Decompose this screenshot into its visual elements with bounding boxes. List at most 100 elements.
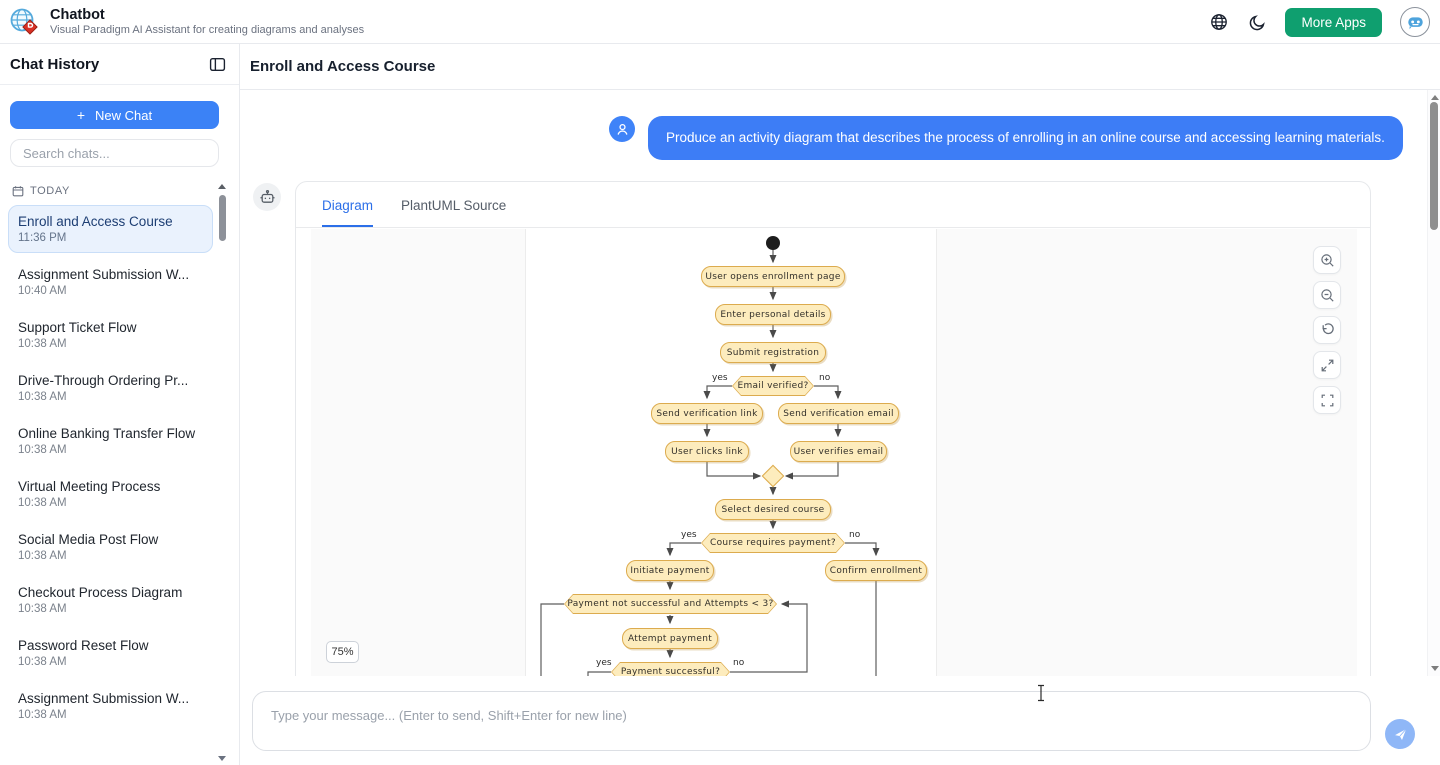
diagram-node-label: Initiate payment [630, 565, 710, 576]
expand-icon [1321, 359, 1333, 371]
chat-item-title: Assignment Submission W... [18, 691, 190, 706]
panel-tabs: Diagram PlantUML Source [296, 182, 1370, 228]
chat-item-title: Social Media Post Flow [18, 532, 159, 547]
calendar-icon [12, 186, 24, 197]
diagram-node-label: User clicks link [671, 446, 743, 457]
text-cursor [1038, 684, 1044, 702]
chat-item-time: 10:38 AM [18, 497, 67, 509]
diagram-node: Payment not successful and Attempts < 3? [564, 594, 777, 614]
scroll-up-icon[interactable] [1430, 95, 1439, 100]
zoom-in-button[interactable] [1313, 246, 1341, 274]
diagram-node: Email verified? [732, 376, 814, 396]
user-message-bubble: Produce an activity diagram that describ… [648, 116, 1403, 160]
message-input[interactable] [252, 691, 1371, 751]
chat-history-item[interactable]: Checkout Process Diagram 10:38 AM [8, 576, 213, 624]
sidebar: Chat History +New Chat TODAY Enroll and … [0, 44, 240, 765]
chat-item-title: Drive-Through Ordering Pr... [18, 373, 189, 388]
scroll-down-icon[interactable] [218, 756, 226, 761]
edge-label: no [819, 373, 831, 383]
sidebar-scroll-thumb[interactable] [219, 195, 226, 241]
zoom-out-icon [1320, 288, 1334, 302]
edge-label: no [849, 530, 861, 540]
chat-item-time: 10:38 AM [18, 550, 67, 562]
main-scroll-thumb[interactable] [1430, 102, 1438, 230]
chat-item-title: Support Ticket Flow [18, 320, 137, 335]
new-chat-label: New Chat [95, 108, 153, 123]
fullscreen-button[interactable] [1313, 386, 1341, 414]
diagram-node: User verifies email [790, 441, 887, 462]
chat-history-item[interactable]: Assignment Submission W... 10:40 AM [8, 258, 213, 306]
chat-item-title: Password Reset Flow [18, 638, 149, 653]
edge-label: no [733, 658, 745, 668]
chat-history-item[interactable]: Social Media Post Flow 10:38 AM [8, 523, 213, 571]
chat-history-item[interactable]: Drive-Through Ordering Pr... 10:38 AM [8, 364, 213, 412]
diagram-node-label: Send verification link [656, 408, 758, 419]
app-subtitle: Visual Paradigm AI Assistant for creatin… [50, 23, 365, 36]
new-chat-button[interactable]: + New Chat [10, 101, 219, 129]
chat-item-time: 10:40 AM [18, 285, 67, 297]
send-button[interactable] [1385, 719, 1415, 749]
diagram-node: Initiate payment [626, 560, 714, 581]
zoom-level-badge: 75% [326, 641, 359, 663]
diagram-node: Send verification email [778, 403, 899, 424]
edge-label: yes [596, 658, 612, 668]
chat-history-item[interactable]: Assignment Submission W... 10:38 AM [8, 682, 213, 730]
diagram-node-label: Send verification email [783, 408, 894, 419]
message-input-area [240, 676, 1440, 765]
app-header: Chatbot Visual Paradigm AI Assistant for… [0, 0, 1440, 44]
expand-button[interactable] [1313, 351, 1341, 379]
diagram-node: User clicks link [665, 441, 749, 462]
fullscreen-icon [1321, 394, 1333, 406]
chat-history-item[interactable]: Enroll and Access Course 11:36 PM [8, 205, 213, 253]
diagram-node-label: Payment not successful and Attempts < 3? [567, 599, 774, 609]
section-label: TODAY [12, 185, 239, 197]
chat-history-list: Enroll and Access Course 11:36 PM Assign… [0, 205, 239, 730]
chat-item-title: Checkout Process Diagram [18, 585, 183, 600]
chat-item-time: 10:38 AM [18, 603, 67, 615]
panel-left-icon[interactable] [207, 54, 227, 74]
diagram-node-label: Attempt payment [627, 633, 713, 644]
diagram-node-label: Email verified? [737, 381, 809, 391]
chat-history-item[interactable]: Virtual Meeting Process 10:38 AM [8, 470, 213, 518]
more-apps-button[interactable]: More Apps [1285, 7, 1382, 37]
chat-item-time: 10:38 AM [18, 338, 67, 350]
chat-history-item[interactable]: Password Reset Flow 10:38 AM [8, 629, 213, 677]
diagram-panel: Diagram PlantUML Source [295, 181, 1371, 676]
edge-label: yes [681, 530, 697, 540]
page-titlebar: Enroll and Access Course [240, 44, 1440, 90]
sidebar-scrollbar[interactable] [218, 184, 227, 761]
diagram-viewport[interactable]: User opens enrollment page Enter persona… [311, 229, 1357, 676]
diagram-node: Payment successful? [611, 662, 730, 676]
zoom-out-button[interactable] [1313, 281, 1341, 309]
chat-history-item[interactable]: Online Banking Transfer Flow 10:38 AM [8, 417, 213, 465]
chat-area: Produce an activity diagram that describ… [240, 90, 1440, 676]
main-content: Enroll and Access Course Produce an acti… [240, 44, 1440, 765]
diagram-node-label: Submit registration [726, 347, 820, 358]
user-icon [609, 116, 635, 142]
chat-item-title: Online Banking Transfer Flow [18, 426, 196, 441]
reset-zoom-button[interactable] [1313, 316, 1341, 344]
moon-icon[interactable] [1247, 12, 1267, 32]
tab-diagram[interactable]: Diagram [322, 198, 374, 227]
chat-item-time: 10:38 AM [18, 391, 67, 403]
robot-avatar-icon[interactable] [1400, 7, 1430, 37]
scroll-down-icon[interactable] [1430, 666, 1439, 671]
chat-item-title: Virtual Meeting Process [18, 479, 161, 494]
diagram-node: Select desired course [715, 499, 831, 520]
search-input[interactable] [10, 139, 219, 167]
app-title: Chatbot [50, 6, 105, 23]
scroll-up-icon[interactable] [218, 184, 226, 189]
tab-plantuml-source[interactable]: PlantUML Source [401, 198, 507, 213]
main-scrollbar[interactable] [1427, 90, 1440, 676]
chat-history-item[interactable]: Support Ticket Flow 10:38 AM [8, 311, 213, 359]
diagram-node: Attempt payment [622, 628, 718, 649]
diagram-node-label: User verifies email [793, 446, 884, 457]
user-message-row: Produce an activity diagram that describ… [609, 116, 1403, 160]
diagram-node-label: Confirm enrollment [829, 565, 923, 576]
globe-icon[interactable] [1209, 12, 1229, 32]
plus-icon: + [76, 107, 86, 123]
chat-item-title: Enroll and Access Course [18, 214, 173, 229]
paper-plane-icon [1394, 728, 1406, 740]
diagram-edges [540, 250, 880, 676]
chat-item-title: Assignment Submission W... [18, 267, 190, 282]
